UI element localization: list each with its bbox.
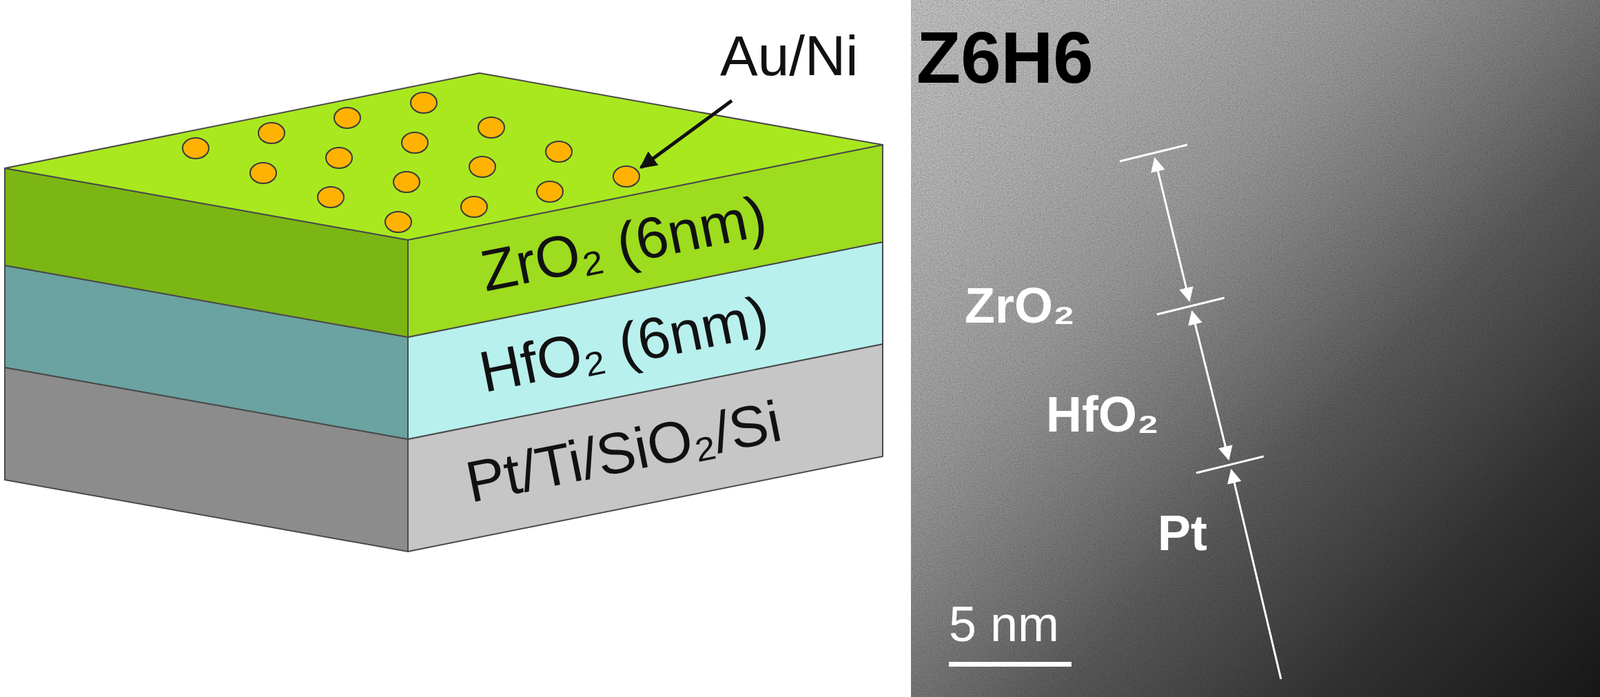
layer-name: HfO₂	[1045, 387, 1160, 442]
thickness-arrow	[1154, 158, 1190, 301]
tick	[1119, 144, 1188, 162]
sample-name: Z6H6	[916, 17, 1094, 98]
layer-name: Pt	[1157, 505, 1208, 561]
tick	[1196, 456, 1264, 473]
au-ni-dot	[250, 162, 277, 184]
thickness-arrow	[1231, 469, 1281, 679]
au-ni-dot	[317, 186, 344, 208]
au-ni-dot	[460, 196, 488, 218]
au-ni-dot	[469, 156, 496, 178]
au-ni-dot	[385, 211, 412, 233]
layer-name: ZrO₂	[964, 278, 1075, 333]
nanoparticle-dots	[182, 92, 640, 233]
au-ni-dot	[401, 132, 428, 153]
au-ni-dot	[334, 107, 361, 129]
au-ni-dot	[478, 117, 505, 138]
scale-bar	[948, 661, 1072, 667]
au-ni-dot	[410, 92, 437, 114]
au-ni-dot	[536, 181, 563, 202]
au-ni-dot	[545, 141, 572, 162]
tem-texture	[910, 0, 1600, 697]
tick	[1156, 297, 1225, 315]
au-ni-dot	[325, 147, 353, 169]
au-ni-dot	[613, 166, 640, 187]
au-ni-dot	[182, 137, 209, 159]
au-ni-dot	[258, 122, 285, 144]
thickness-arrow	[1192, 311, 1229, 459]
au-ni-dot	[393, 171, 420, 193]
scale-label: 5 nm	[948, 596, 1060, 652]
callout-label: Au/Ni	[720, 24, 859, 87]
callout-arrow	[640, 100, 732, 168]
tem-image	[910, 0, 1600, 697]
